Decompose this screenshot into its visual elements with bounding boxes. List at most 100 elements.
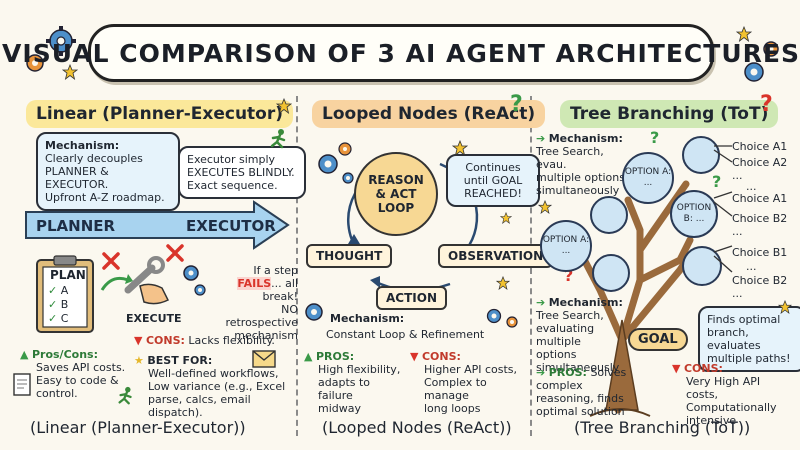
looped-cons: ▼ CONS: Higher API costs, Complex to man… (410, 350, 518, 415)
looped-mechanism-label: Mechanism: (330, 312, 405, 325)
mechanism-line: Upfront A-Z roadmap. (45, 191, 165, 204)
tree-node (590, 196, 628, 234)
option-a-top-node: OPTION A: ... (622, 152, 674, 204)
plan-item: ✓ B (48, 298, 69, 311)
gear-icon (342, 172, 354, 184)
looped-footer: (Looped Nodes (ReAct)) (322, 418, 512, 437)
goal-bubble: Continues until GOAL REACHED! (446, 154, 540, 207)
choice-arrows (713, 145, 733, 273)
arrow-right-icon: ➔ (536, 366, 546, 379)
running-person-icon (270, 129, 286, 149)
gear-icon (183, 265, 199, 281)
linear-mechanism-bubble: Mechanism: Clearly decouples PLANNER & E… (36, 132, 180, 211)
check-icon: ✓ (48, 298, 58, 311)
document-icon (13, 373, 31, 396)
mechanism-label: Mechanism: (45, 139, 120, 152)
execute-label: EXECUTE (126, 312, 182, 325)
executor-line: Executor simply (187, 153, 276, 166)
tree-cons: ▼ CONS: Very High API costs, Computation… (672, 362, 777, 427)
tree-trunk (572, 180, 694, 417)
tree-pros: ➔ PROS: Solves complex reasoning, finds … (536, 366, 627, 418)
running-person-icon (118, 386, 132, 405)
check-icon: ✓ (48, 284, 58, 297)
star-icon (778, 300, 792, 314)
choice-label: Choice B2 ... (732, 212, 788, 238)
action-node: ACTION (376, 286, 447, 310)
looped-mechanism-text: Constant Loop & Refinement (326, 328, 485, 341)
executor-line: Exact sequence. (187, 179, 278, 192)
arrow-right-icon: ➔ (536, 296, 546, 309)
linear-cons: ▼ CONS: Lacks flexibility. (134, 334, 275, 347)
question-mark-icon: ? (510, 92, 523, 117)
red-x-icon (102, 252, 120, 270)
looped-pros: ▲ PROS: High flexibility, adapts to fail… (304, 350, 401, 415)
check-icon: ✓ (48, 312, 58, 325)
star-icon (62, 64, 78, 80)
tree-node (592, 254, 630, 292)
red-x-icon (166, 244, 184, 262)
fails-highlight: FAILS (237, 277, 272, 290)
executor-bubble: Executor simply EXECUTES BLINDLY. Exact … (178, 146, 306, 199)
question-mark-icon: ? (564, 266, 574, 285)
wrench-hand-icon (124, 256, 170, 305)
question-mark-icon: ? (760, 92, 773, 117)
thought-node: THOUGHT (306, 244, 393, 268)
gear-icon (763, 41, 779, 57)
star-icon (496, 276, 510, 290)
gear-icon (26, 54, 44, 72)
thumbs-up-icon: ▲ (304, 350, 313, 363)
gear-icon (46, 26, 76, 56)
title-banner: VISUAL COMPARISON OF 3 AI AGENT ARCHITEC… (2, 24, 799, 82)
choice-label: Choice A1 (732, 192, 788, 205)
gear-icon (744, 62, 764, 82)
linear-heading: Linear (Planner-Executor) (26, 100, 294, 128)
tree-mechanism-2: ➔ Mechanism: Tree Search, evaluating mul… (536, 296, 623, 374)
choice-label: Choice B1 (732, 246, 788, 259)
tree-heading: Tree Branching (ToT) (560, 100, 779, 128)
star-icon (538, 200, 552, 214)
thumbs-down-icon: ▼ (672, 362, 681, 375)
choice-label: ... (746, 180, 757, 193)
plan-title: PLAN (50, 268, 86, 282)
linear-best-for: ★ BEST FOR: Well-defined workflows, Low … (134, 354, 286, 419)
finds-optimal-bubble: Finds optimal branch, evaluates multiple… (698, 306, 800, 372)
gear-icon (506, 316, 518, 328)
choice-label: Choice A2 ... (732, 156, 788, 182)
question-mark-icon: ? (650, 128, 660, 147)
gear-icon (486, 308, 502, 324)
option-a-left-node: OPTION A: ... (540, 220, 592, 272)
tree-footer: (Tree Branching (ToT)) (574, 418, 751, 437)
tree-mechanism: ➔ Mechanism: Tree Search, evau. multiple… (536, 132, 625, 197)
observation-node: OBSERVATION (438, 244, 554, 268)
star-icon (736, 26, 752, 42)
executor-line: EXECUTES BLINDLY. (187, 166, 295, 179)
choice-label: Choice A1 (732, 140, 788, 153)
star-icon (452, 140, 468, 156)
tree-node (682, 136, 720, 174)
mechanism-line: Clearly decouples (45, 152, 143, 165)
page-title: VISUAL COMPARISON OF 3 AI AGENT ARCHITEC… (2, 38, 800, 68)
planner-executor-arrow (25, 200, 290, 250)
star-icon: ★ (134, 354, 144, 367)
arrow-executor-label: EXECUTOR (186, 217, 276, 235)
failure-note: If a step FAILS... all break! NO retrosp… (225, 264, 298, 342)
gear-icon (305, 303, 323, 321)
arrow-right-icon: ➔ (536, 132, 546, 145)
gear-icon (318, 154, 338, 174)
star-icon (500, 212, 512, 224)
tree-node (682, 246, 722, 286)
option-b-node: OPTION B: ... (670, 190, 718, 238)
star-icon (276, 98, 292, 114)
looped-heading: Looped Nodes (ReAct) (312, 100, 546, 128)
reason-act-loop-node: REASON & ACT LOOP (354, 152, 438, 236)
column-divider (296, 96, 298, 436)
choice-label: ... (746, 260, 757, 273)
mechanism-line: PLANNER & EXECUTOR. (45, 165, 109, 191)
question-mark-icon: ? (712, 172, 722, 191)
linear-pros: ▲ Pros/Cons: Saves API costs. Easy to co… (20, 348, 126, 400)
plan-item: ✓ C (48, 312, 69, 325)
linear-footer: (Linear (Planner-Executor)) (30, 418, 246, 437)
clipboard-icon (36, 255, 94, 333)
choice-label: Choice B2 ... (732, 274, 788, 300)
arrow-planner-label: PLANNER (36, 217, 116, 235)
